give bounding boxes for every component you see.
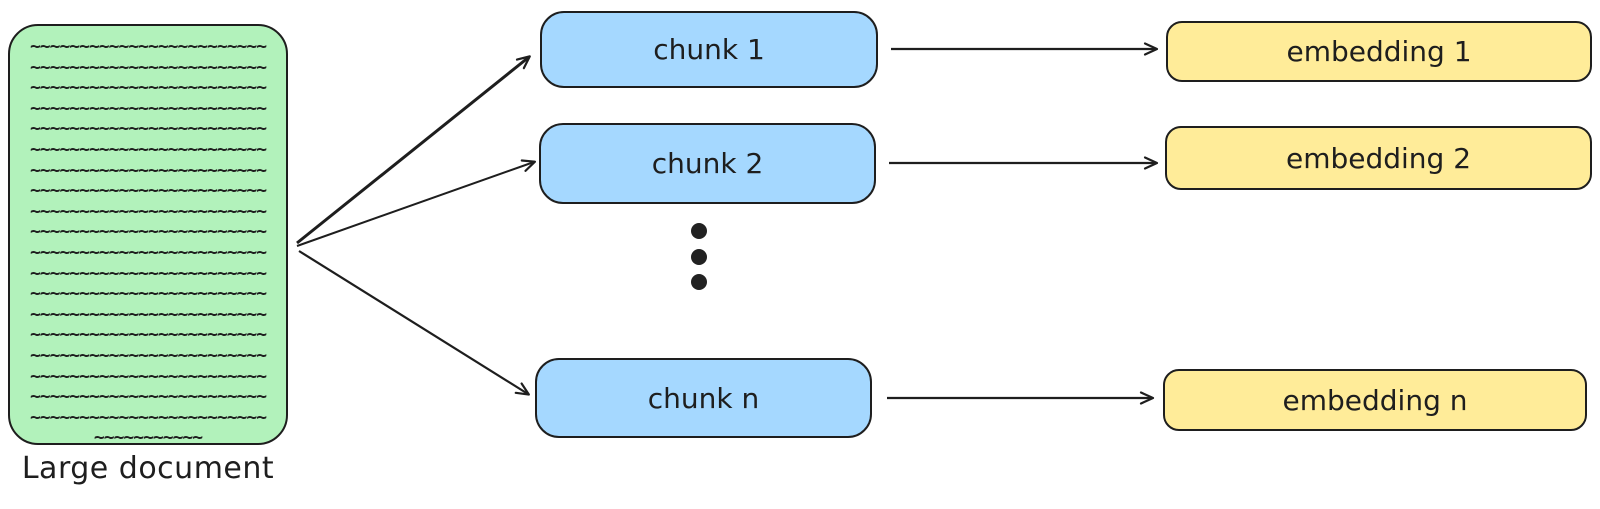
vertical-ellipsis xyxy=(691,223,707,290)
embedding-2-label: embedding 2 xyxy=(1285,141,1472,175)
arrow-document-to-chunk-2 xyxy=(296,159,537,247)
embedding-1-node: embedding 1 xyxy=(1166,21,1592,82)
large-document-node: ~~~~~~~~~~~~~~~~~~~~~~~~~~~~~~~~~~~~~~~~… xyxy=(8,24,288,445)
ellipsis-dot xyxy=(691,248,707,265)
chunk-1-node: chunk 1 xyxy=(540,11,878,88)
ellipsis-dot xyxy=(691,223,707,239)
arrow-document-to-chunk-1 xyxy=(296,55,531,245)
chunk-n-label: chunk n xyxy=(647,381,760,415)
chunk-2-node: chunk 2 xyxy=(539,123,876,204)
embedding-1-label: embedding 1 xyxy=(1286,35,1472,68)
embedding-n-label: embedding n xyxy=(1282,383,1468,417)
chunk-1-label: chunk 1 xyxy=(653,33,765,66)
chunk-2-label: chunk 2 xyxy=(651,147,764,180)
document-squiggle-lines: ~~~~~~~~~~~~~~~~~~~~~~~~~~~~~~~~~~~~~~~~… xyxy=(29,36,267,445)
ellipsis-dot xyxy=(691,274,707,290)
embedding-2-node: embedding 2 xyxy=(1165,126,1592,190)
embedding-n-node: embedding n xyxy=(1163,369,1587,431)
document-label: Large document xyxy=(21,451,275,486)
arrow-document-to-chunk-n xyxy=(298,250,530,396)
chunk-n-node: chunk n xyxy=(535,358,872,438)
